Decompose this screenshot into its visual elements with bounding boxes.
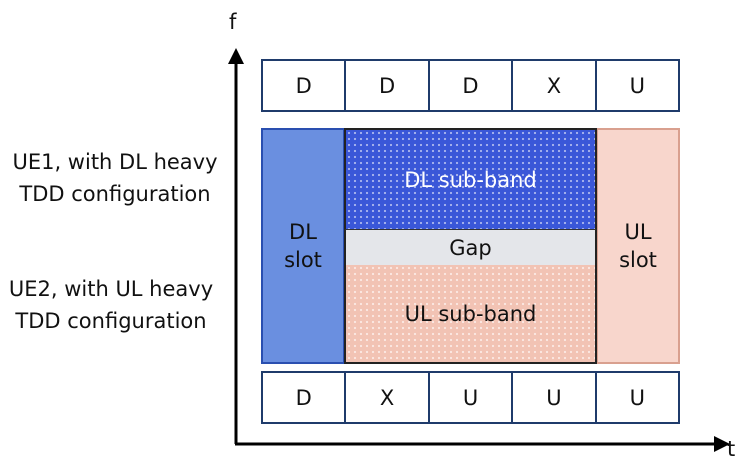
y-axis-arrow <box>228 48 244 64</box>
ue2-slot-row: D X U U U <box>261 371 680 424</box>
ue1-slot-cell: D <box>430 61 514 110</box>
x-axis-label: t <box>727 437 736 461</box>
ul-slot-block: UL slot <box>596 128 680 364</box>
ul-subband-block: UL sub-band <box>344 265 597 364</box>
ue1-slot-cell: U <box>629 73 646 98</box>
ue1-slot-cell: X <box>513 61 597 110</box>
ue2-label-line2: TDD configuration <box>15 308 207 333</box>
ue1-label-line2: TDD configuration <box>19 181 211 206</box>
dl-subband-label: DL sub-band <box>404 168 537 192</box>
ue2-slot-cell: U <box>629 385 646 410</box>
ue2-label-line1: UE2, with UL heavy <box>8 277 214 301</box>
dl-subband-block: DL sub-band <box>344 128 597 230</box>
ue2-slot-cell: D <box>263 373 347 422</box>
ul-slot-line1: UL <box>624 219 652 244</box>
dl-slot-block: DL slot <box>261 128 345 364</box>
dl-slot-line1: DL <box>289 219 317 244</box>
gap-block: Gap <box>344 229 597 266</box>
ul-subband-label: UL sub-band <box>404 301 537 326</box>
ul-slot-line2: slot <box>619 248 657 272</box>
ue2-slot-cell: X <box>346 373 430 422</box>
ue1-slot-cell: D <box>346 61 430 110</box>
dl-slot-line2: slot <box>284 248 322 272</box>
gap-label: Gap <box>449 235 492 260</box>
ue1-label-line1: UE1, with DL heavy <box>12 150 218 174</box>
ue2-slot-cell: U <box>513 373 597 422</box>
ue1-slot-cell: D <box>263 61 347 110</box>
x-axis-arrow <box>714 436 730 452</box>
ue1-slot-row: D D D X U <box>261 59 680 112</box>
ue2-label: UE2, with UL heavy TDD configuration <box>0 274 222 337</box>
ue1-label: UE1, with DL heavy TDD configuration <box>0 147 230 210</box>
y-axis-label: f <box>229 10 237 34</box>
ue2-slot-cell: U <box>430 373 514 422</box>
